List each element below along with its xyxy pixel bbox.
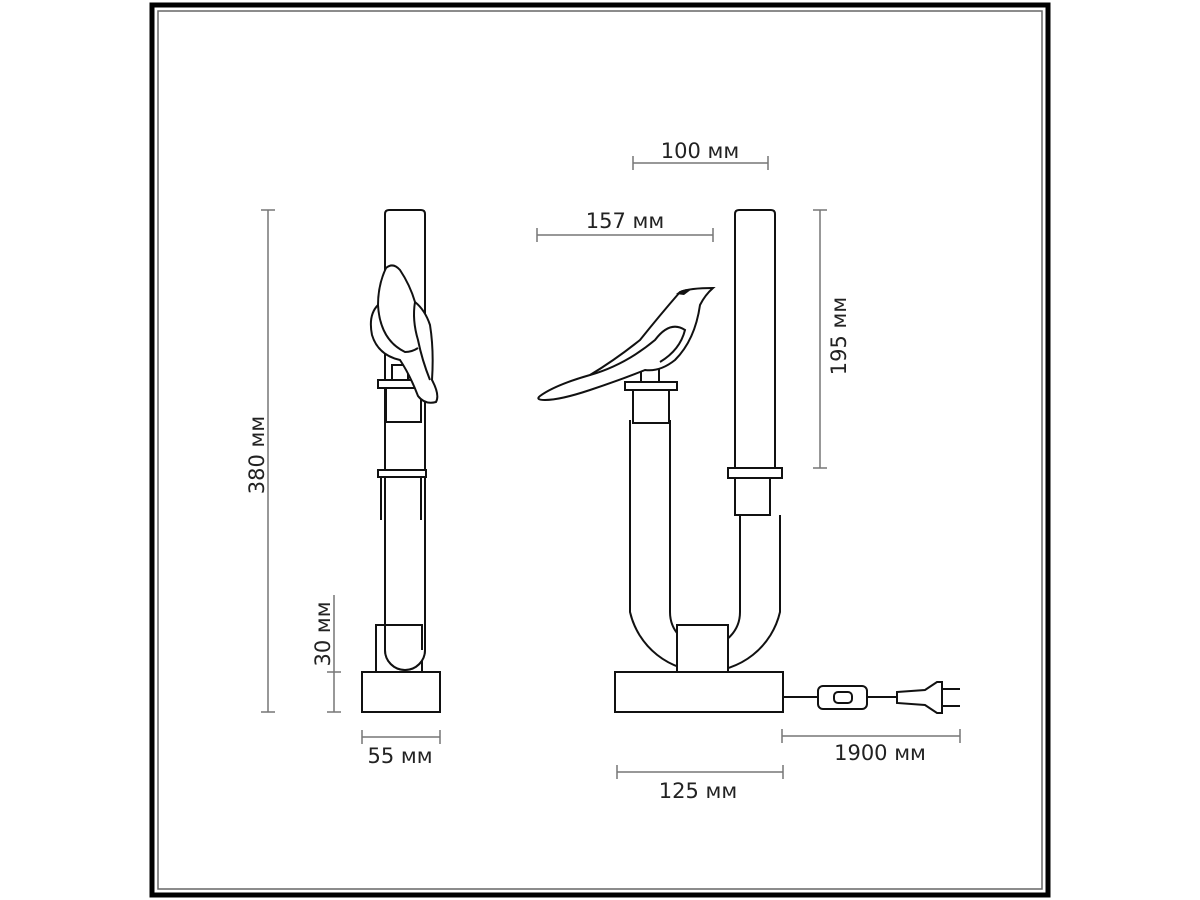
bird-front-icon <box>369 264 439 404</box>
lamp-front-view <box>537 209 960 714</box>
dim-label-top-width: 100 мм <box>661 139 739 163</box>
dim-label-upper-tube: 195 мм <box>827 297 851 375</box>
lamp-side-view <box>361 209 441 713</box>
plug-icon <box>896 681 943 714</box>
drawing-frame <box>149 2 1051 898</box>
dim-label-base-depth: 55 мм <box>367 744 432 768</box>
dim-label-bird-length: 157 мм <box>586 209 664 233</box>
bird-side-icon <box>537 286 716 402</box>
dim-label-base-height: 30 мм <box>311 601 335 666</box>
dim-label-height-total: 380 мм <box>245 416 269 494</box>
dimension-lines <box>261 156 961 779</box>
dim-label-cord-length: 1900 мм <box>834 741 926 765</box>
dim-label-base-width: 125 мм <box>659 779 737 803</box>
